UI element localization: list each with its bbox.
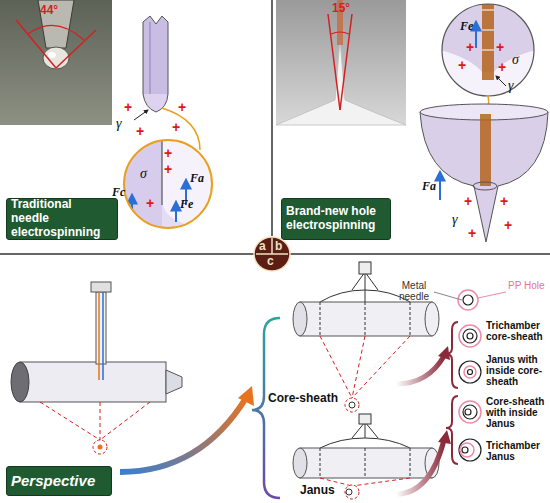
panel-label-box: Perspective [6,466,112,496]
structure-label: Janus [300,484,335,497]
panel-label-box: Brand-new hole electrospinning [281,198,391,240]
charge-sign: + [146,196,154,211]
symbol-label: γ [452,212,458,227]
charge-sign: + [178,100,186,115]
angle-value: 15° [332,2,350,15]
result-label: Trichamber Janus [486,440,550,462]
result-label: Core-sheath with inside Janus [486,396,550,429]
charge-sign: + [164,146,172,161]
charge-sign: + [172,120,180,135]
charge-sign: + [468,226,476,241]
charge-sign: + [464,194,472,209]
panel-letter: b [275,239,282,253]
result-label: Janus with inside core-sheath [486,354,550,387]
part-label: Metal needle [392,280,436,302]
symbol-label: γ [116,116,122,131]
index-circle-outline [254,237,290,271]
charge-sign: + [498,60,506,75]
force-label: Fa [190,172,204,185]
panel-letter: a [259,239,266,253]
panel-index-circle: abc [253,236,291,272]
force-label: Fe [180,198,193,211]
charge-sign: + [496,40,504,55]
symbol-label: σ [140,166,147,181]
force-label: Fc [112,186,125,199]
panel-title: Brand-new hole electrospinning [286,205,386,233]
charge-sign: + [458,58,466,73]
panel-title: Perspective [11,472,107,489]
force-label: Fa [422,180,436,193]
angle-value: 44° [40,4,58,17]
charge-sign: + [504,218,512,233]
panel-letter: c [267,254,274,268]
structure-label: Core-sheath [268,392,338,405]
part-label: PP Hole [508,280,548,291]
charge-sign: + [124,100,132,115]
charge-sign: + [136,124,144,139]
symbol-label: γ [508,78,514,93]
charge-sign: + [500,194,508,209]
panel-label-box: Traditional needle electrospinning [6,198,118,240]
panel-title: Traditional needle electrospinning [11,198,113,239]
index-divider [271,238,273,254]
force-label: Fe [460,20,473,33]
charge-sign: + [164,162,172,177]
symbol-label: σ [512,52,519,67]
charge-sign: + [466,40,474,55]
result-label: Trichamber core-sheath [486,320,550,342]
